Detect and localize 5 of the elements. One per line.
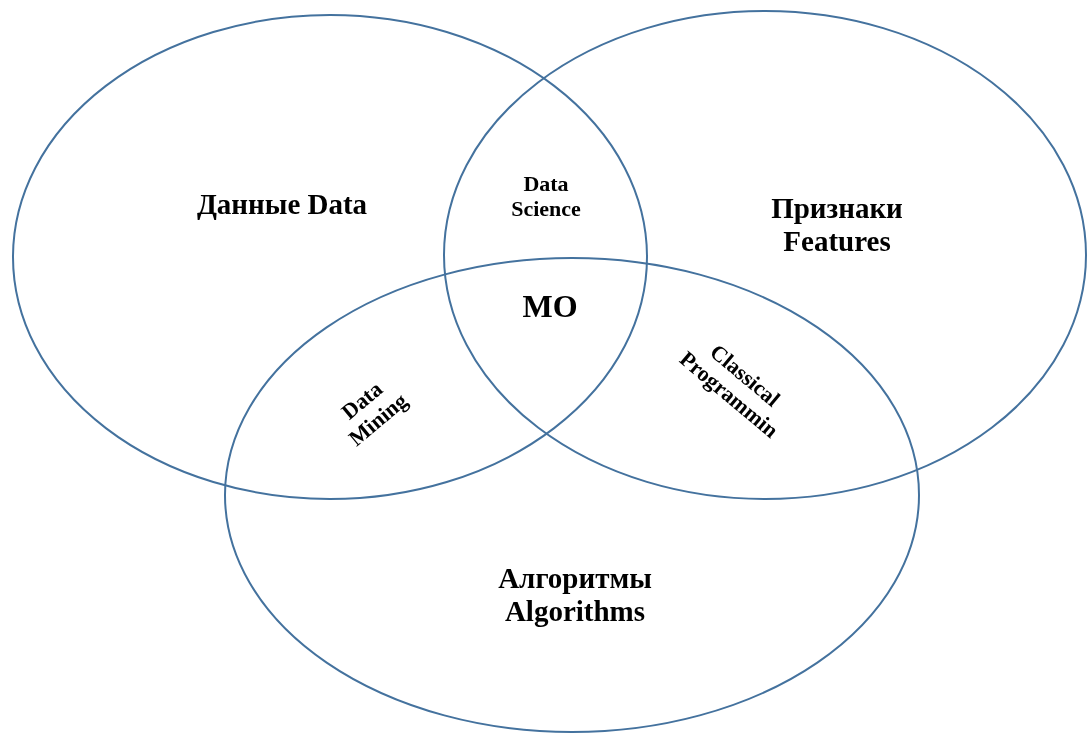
region-label: Data Science [510, 170, 582, 222]
region-label: MO [522, 287, 578, 325]
set-label: Данные Data [195, 188, 369, 222]
set-label: Алгоритмы Algorithms [497, 561, 653, 629]
set-label: Признаки Features [770, 191, 904, 259]
